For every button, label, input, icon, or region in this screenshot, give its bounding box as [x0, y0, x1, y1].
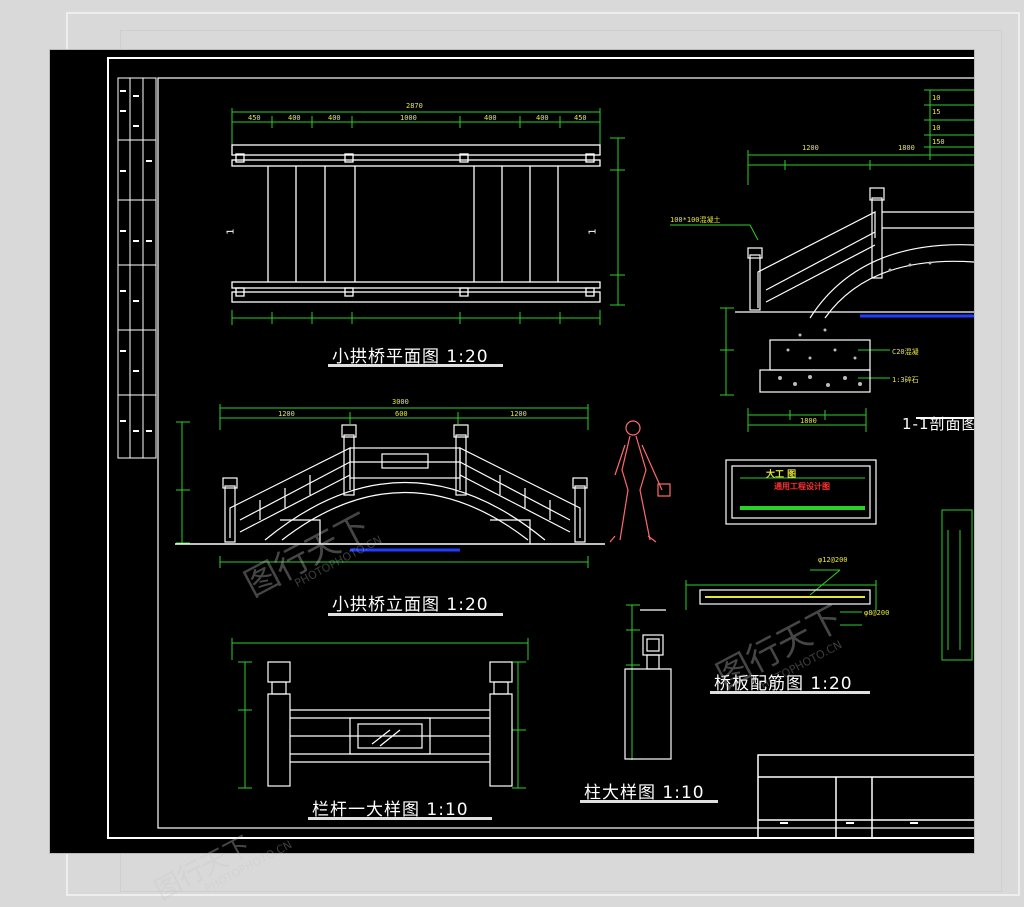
section-view: 1200 1800 1800 100*100混凝土 C20混凝 1:3碎石 10… — [670, 89, 974, 432]
left-title-strip — [117, 77, 157, 459]
svg-text:1200: 1200 — [802, 144, 819, 152]
cad-linework: 2870 450 400 400 1000 400 400 450 — [107, 57, 974, 839]
plan-title-underline — [328, 364, 503, 367]
svg-text:450: 450 — [574, 114, 587, 122]
svg-text:10: 10 — [932, 94, 940, 102]
column-detail — [624, 604, 672, 760]
svg-text:1000: 1000 — [400, 114, 417, 122]
title-block — [757, 754, 974, 839]
slab-title-underline — [710, 691, 870, 694]
plan-view-title: 小拱桥平面图 1:20 — [332, 347, 489, 367]
elevation-total-dim: 3000 — [392, 398, 409, 406]
slab-rebar-view: φ12@200 φ8@200 — [685, 556, 889, 626]
rebar-a-note: φ12@200 — [818, 556, 848, 564]
svg-text:1200: 1200 — [278, 410, 295, 418]
rail-note: 100*100混凝土 — [670, 215, 721, 224]
section-mark-right: 1 — [587, 228, 599, 235]
column-detail-title: 柱大样图 1:10 — [584, 783, 705, 803]
plan-view: 2870 450 400 400 1000 400 400 450 — [231, 102, 625, 325]
svg-text:150: 150 — [932, 138, 945, 146]
svg-text:400: 400 — [288, 114, 301, 122]
section-view-title: 1-1剖面图 — [902, 415, 974, 433]
svg-text:1200: 1200 — [510, 410, 527, 418]
svg-text:400: 400 — [328, 114, 341, 122]
stamp-heading: 大工 图 — [766, 470, 797, 480]
scale-figure — [609, 420, 671, 543]
section-mark-left: 1 — [225, 228, 237, 235]
elevation-view: 3000 1200 600 1200 — [175, 398, 671, 568]
svg-text:600: 600 — [395, 410, 408, 418]
railing-detail — [231, 638, 529, 789]
svg-text:15: 15 — [932, 108, 940, 116]
right-partial-detail — [941, 509, 973, 661]
c20-note: C20混凝 — [892, 347, 919, 356]
slab-rebar-title: 桥板配筋图 1:20 — [714, 674, 853, 694]
plan-total-dim: 2870 — [406, 102, 423, 110]
elevation-view-title: 小拱桥立面图 1:20 — [332, 595, 489, 615]
svg-text:400: 400 — [536, 114, 549, 122]
railing-detail-title: 栏杆一大样图 1:10 — [312, 800, 469, 820]
railing-title-underline — [308, 817, 492, 820]
svg-text:450: 450 — [248, 114, 261, 122]
svg-text:10: 10 — [932, 124, 940, 132]
stamp-text: 通用工程设计图 — [774, 482, 830, 491]
svg-text:400: 400 — [484, 114, 497, 122]
section-total-dim: 1800 — [898, 144, 915, 152]
elevation-title-underline — [328, 613, 503, 616]
column-title-underline — [580, 800, 718, 803]
rebar-b-note: φ8@200 — [864, 609, 889, 617]
cad-drawing-canvas: 2870 450 400 400 1000 400 400 450 — [50, 50, 974, 853]
svg-text:1800: 1800 — [800, 417, 817, 425]
stamp-box — [725, 459, 877, 525]
gravel-note: 1:3碎石 — [892, 375, 919, 384]
